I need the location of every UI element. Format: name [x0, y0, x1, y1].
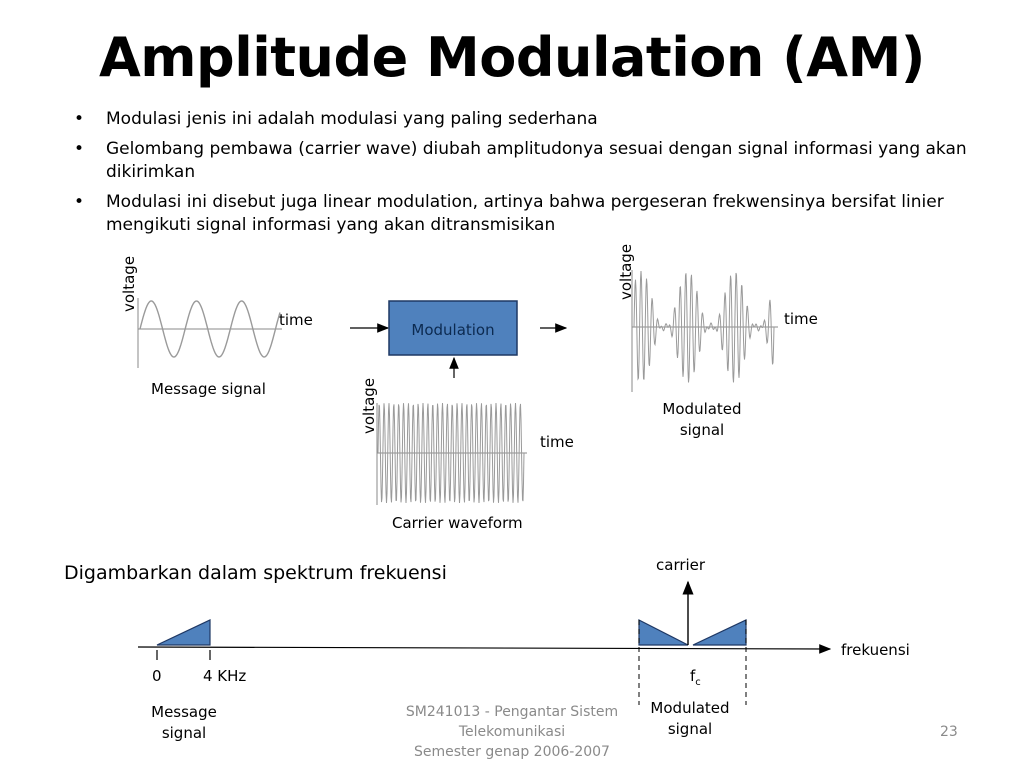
slide-footer: SM241013 - Pengantar Sistem Telekomunika… [400, 702, 624, 762]
bullet-item: • Modulasi jenis ini adalah modulasi yang… [72, 108, 972, 131]
modulation-block [388, 300, 518, 356]
fc-main: f [690, 667, 696, 685]
message-voltage-label: voltage [120, 255, 138, 312]
modulated-caption-line2: signal [679, 421, 725, 439]
frequency-axis-label: frekuensi [841, 641, 910, 659]
carrier-time-label: time [540, 433, 574, 451]
footer-line2: Telekomunikasi [458, 724, 566, 740]
bullet-text: Modulasi jenis ini adalah modulasi yang … [106, 109, 598, 129]
spectrum-message-line1: Message [151, 703, 217, 721]
carrier-waveform [377, 402, 525, 504]
modulated-caption-line1: Modulated [662, 400, 742, 418]
bullet-dot: • [73, 192, 85, 212]
spectrum-modulated-line2: signal [667, 720, 713, 738]
message-time-label: time [279, 311, 313, 329]
spectrum-title: Digambarkan dalam spektrum frekuensi [64, 562, 447, 584]
spectrum-modulated-line1: Modulated [650, 699, 730, 717]
upper-sideband [692, 619, 747, 646]
bullet-text: Modulasi ini disebut juga linear modulat… [106, 192, 944, 235]
carrier-voltage-label: voltage [360, 377, 378, 434]
baseband-spectrum [156, 619, 211, 646]
footer-line3: Semester genap 2006-2007 [414, 744, 610, 760]
lower-sideband [638, 619, 689, 646]
carrier-label: carrier [656, 556, 706, 574]
bullet-text: Gelombang pembawa (carrier wave) diubah … [106, 139, 967, 182]
bullet-item: • Gelombang pembawa (carrier wave) diubah… [72, 138, 972, 184]
bullet-list: • Modulasi jenis ini adalah modulasi yang… [72, 108, 972, 244]
tick-zero-label: 0 [152, 667, 162, 685]
fc-subscript: c [695, 677, 701, 688]
modulated-voltage-label: voltage [617, 243, 635, 300]
carrier-caption: Carrier waveform [392, 514, 523, 532]
message-caption: Message signal [151, 380, 266, 398]
modulated-time-label: time [784, 310, 818, 328]
modulated-waveform [633, 270, 775, 383]
bullet-item: • Modulasi ini disebut juga linear modula… [72, 191, 972, 237]
modulation-block-label: Modulation [411, 321, 495, 339]
fc-label: fc [690, 667, 701, 692]
slide-title: Amplitude Modulation (AM) [98, 26, 926, 89]
bullet-dot: • [73, 139, 85, 159]
page-number: 23 [940, 724, 958, 740]
frequency-axis [137, 644, 832, 654]
spectrum-message-line2: signal [161, 724, 207, 742]
tick-4khz-label: 4 KHz [203, 667, 247, 685]
message-waveform [139, 300, 281, 358]
bullet-dot: • [73, 109, 85, 129]
footer-line1: SM241013 - Pengantar Sistem [405, 704, 619, 720]
